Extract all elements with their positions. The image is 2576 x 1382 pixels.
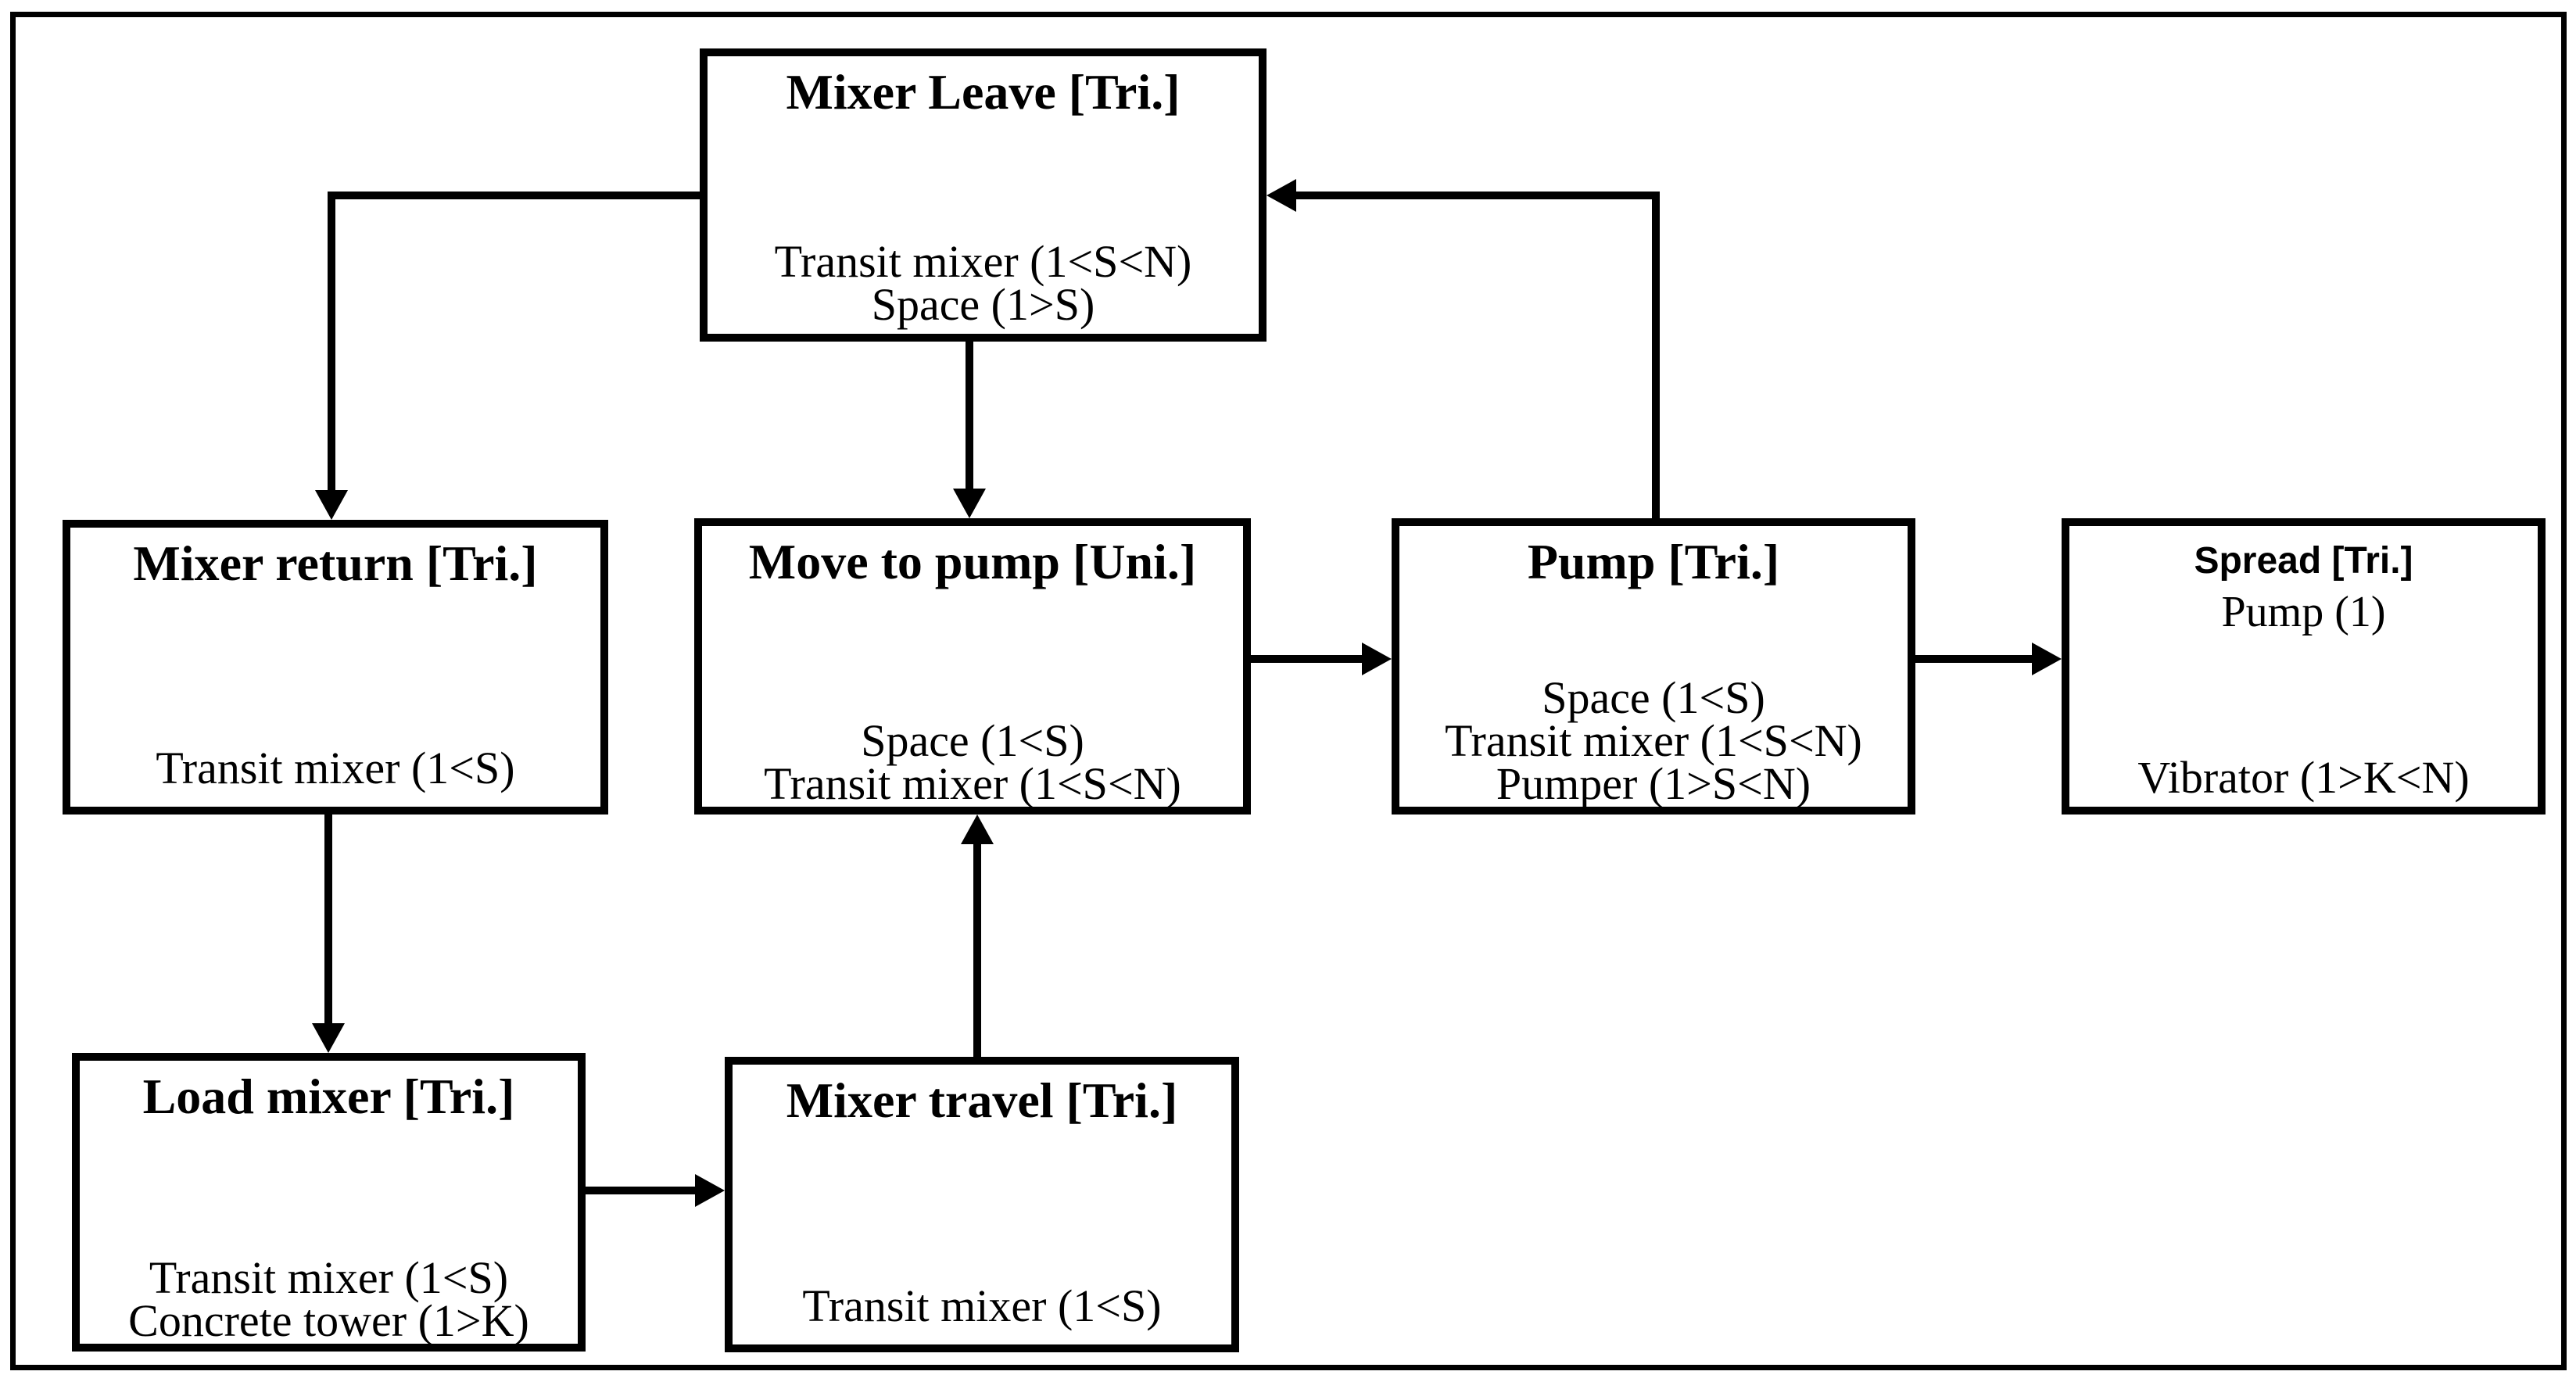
node-resources: Transit mixer (1<S)	[156, 742, 515, 807]
node-move-to-pump: Move to pump [Uni.] Space (1<S) Transit …	[694, 518, 1251, 815]
node-title: Mixer return [Tri.]	[133, 535, 538, 591]
connector-mixer-leave-to-mixer-return	[315, 192, 700, 520]
resource-line: Concrete tower (1>K)	[128, 1294, 529, 1346]
resource-line: Space (1>S)	[871, 278, 1095, 330]
node-title: Pump [Tri.]	[1527, 534, 1780, 589]
connector-load-mixer-to-mixer-travel	[586, 1174, 725, 1207]
resource-line: Space (1<S)	[861, 714, 1084, 766]
arrowhead-right-icon	[695, 1174, 725, 1207]
arrowhead-down-icon	[953, 489, 986, 518]
node-title: Load mixer [Tri.]	[142, 1069, 515, 1124]
connector-move-to-pump-to-pump	[1251, 643, 1392, 675]
node-resources: Transit mixer (1<S) Concrete tower (1>K)	[128, 1251, 529, 1346]
resource-line: Transit mixer (1<S<N)	[1445, 714, 1862, 766]
resource-line: Transit mixer (1<S)	[156, 742, 515, 793]
figure-border	[10, 12, 2567, 1370]
node-spread: Spread [Tri.] Pump (1) Vibrator (1>K<N)	[2062, 518, 2546, 815]
node-resources: Transit mixer (1<S)	[802, 1280, 1162, 1344]
arrowhead-down-icon	[315, 490, 348, 520]
resource-line: Pumper (1>S<N)	[1496, 757, 1811, 809]
resource-line: Transit mixer (1<S)	[802, 1280, 1162, 1331]
arrowhead-right-icon	[2032, 643, 2062, 675]
resource-line: Vibrator (1>K<N)	[2137, 751, 2470, 803]
node-resources: Transit mixer (1<S<N) Space (1>S)	[774, 235, 1192, 334]
node-load-mixer: Load mixer [Tri.] Transit mixer (1<S) Co…	[72, 1053, 586, 1352]
node-resources: Space (1<S) Transit mixer (1<S<N)	[764, 714, 1181, 809]
connector-mixer-travel-to-move-to-pump	[961, 815, 994, 1057]
arrowhead-left-icon	[1267, 179, 1296, 212]
resource-line: Pump (1)	[2221, 588, 2386, 637]
arrowhead-down-icon	[312, 1023, 345, 1053]
connector-mixer-leave-to-move-to-pump	[953, 342, 986, 518]
resource-line: Transit mixer (1<S<N)	[774, 235, 1192, 287]
arrowhead-right-icon	[1362, 643, 1392, 675]
node-mixer-return: Mixer return [Tri.] Transit mixer (1<S)	[63, 520, 608, 815]
resource-line: Transit mixer (1<S)	[149, 1251, 509, 1303]
node-mixer-travel: Mixer travel [Tri.] Transit mixer (1<S)	[725, 1057, 1239, 1352]
node-title: Spread [Tri.]	[2194, 540, 2413, 582]
node-title: Move to pump [Uni.]	[748, 534, 1197, 589]
node-header-group: Spread [Tri.] Pump (1)	[2194, 526, 2413, 634]
connector-pump-to-mixer-leave	[1267, 179, 1660, 518]
node-resources: Vibrator (1>K<N)	[2137, 751, 2470, 807]
resource-line: Space (1<S)	[1542, 671, 1765, 723]
node-title: Mixer travel [Tri.]	[786, 1072, 1178, 1128]
arrowhead-up-icon	[961, 815, 994, 844]
node-mixer-leave: Mixer Leave [Tri.] Transit mixer (1<S<N)…	[700, 48, 1267, 342]
node-title: Mixer Leave [Tri.]	[786, 64, 1181, 120]
node-resources: Space (1<S) Transit mixer (1<S<N) Pumper…	[1445, 671, 1862, 809]
connector-mixer-return-to-load-mixer	[312, 815, 345, 1053]
connector-pump-to-spread	[1915, 643, 2062, 675]
resource-line: Transit mixer (1<S<N)	[764, 757, 1181, 809]
node-pump: Pump [Tri.] Space (1<S) Transit mixer (1…	[1392, 518, 1915, 815]
